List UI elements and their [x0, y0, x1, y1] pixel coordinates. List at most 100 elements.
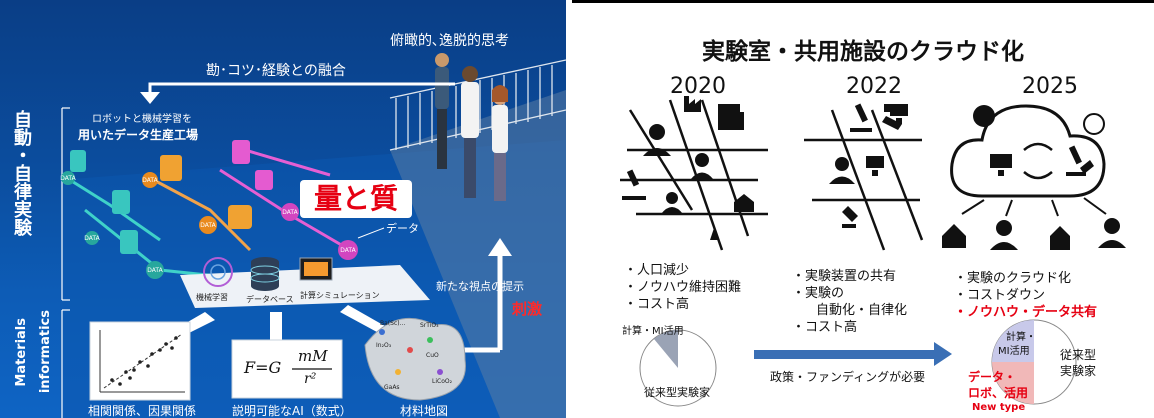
people-figures — [435, 53, 508, 201]
right-illustration — [620, 96, 1126, 407]
bullets-2022: ・実験装置の共有 ・実験の 自動化・自律化 ・コスト高 — [792, 268, 907, 336]
map-label-1: Ba(Sc)… — [380, 320, 406, 327]
bullets-2020: ・人口減少 ・ノウハウ維持困難 ・コスト高 — [624, 262, 741, 313]
bullet-2025-3: ・ノウハウ・データ共有 — [954, 305, 1098, 320]
vertical-label-auto-experiment: 自動・自律実験 — [11, 110, 32, 236]
pie2-label-traditional-2: 実験家 — [1060, 364, 1097, 378]
computer-icon — [990, 154, 1012, 176]
lightbulb-head-icon — [1083, 113, 1105, 135]
db-label: データベース — [246, 295, 294, 304]
top-rule — [572, 0, 1154, 3]
year-2022: 2022 — [846, 74, 902, 99]
person-icon — [690, 172, 714, 180]
vertical-label-materials: Materials — [14, 318, 29, 387]
flask-icon — [710, 228, 718, 240]
pie1-label-computation: 計算・MI活用 — [622, 326, 684, 337]
map-label-2: SrTiO₃ — [420, 322, 439, 329]
pie2-label-computation-1: 計算・ — [1006, 332, 1036, 343]
data-tag-5: DATA — [147, 267, 163, 274]
data-tag-4: DATA — [200, 222, 216, 229]
microscope-icon — [622, 169, 646, 200]
pie2-label-traditional-1: 従来型 — [1060, 348, 1097, 362]
house-icon — [734, 194, 754, 212]
right-title: 実験室・共用施設のクラウド化 — [702, 39, 1024, 65]
computer-icon — [866, 156, 884, 176]
year-2025: 2025 — [1022, 74, 1078, 99]
brain-head-icon — [973, 105, 995, 127]
policy-arrow — [754, 350, 934, 359]
pie2-slice-computation — [992, 320, 1034, 362]
bullet-2025-2: ・コストダウン — [954, 288, 1046, 303]
caption-map: 材料地図 — [400, 404, 449, 418]
bullet-2020-3: ・コスト高 — [624, 297, 690, 312]
data-tag-2: DATA — [84, 235, 100, 242]
house-icon — [942, 224, 966, 248]
data-tag-6: DATA — [282, 209, 298, 216]
building-icon — [718, 104, 744, 130]
year-2020: 2020 — [670, 74, 726, 99]
stimulus-label: 刺激 — [512, 300, 543, 318]
person-icon — [666, 192, 678, 204]
fusion-label: 勘･コツ･経験との融合 — [206, 63, 346, 79]
quantity-quality-box: 量と質 — [300, 180, 412, 218]
left-illustration: DATA DATA DATA DATA DATA DATA DATA — [60, 53, 566, 418]
person-icon — [990, 242, 1018, 250]
bullet-2022-1: ・実験装置の共有 — [792, 269, 897, 284]
map-label-5: GaAs — [384, 384, 400, 391]
bullet-2022-3: 自動化・自律化 — [816, 303, 908, 318]
bullet-2020-1: ・人口減少 — [624, 263, 690, 278]
robot-arm-icon — [842, 206, 858, 228]
formula-numerator: mM — [298, 347, 328, 365]
formula-denominator: r² — [304, 371, 317, 387]
person-icon — [661, 207, 683, 214]
robot-arm-icon — [1080, 160, 1094, 174]
formula-left: F=G — [244, 358, 282, 377]
pie2-slice-new-type — [992, 362, 1034, 404]
panel-divider — [566, 0, 572, 418]
microscope-icon — [1066, 145, 1086, 176]
factory-icon — [684, 96, 701, 112]
computer-icon — [890, 104, 908, 124]
bullets-2025: ・実験のクラウド化 ・コストダウン ・ノウハウ・データ共有 — [954, 270, 1097, 321]
school-icon — [1050, 226, 1070, 250]
policy-label: 政策・ファンディングが必要 — [770, 370, 926, 384]
factory-caption-line2: 用いたデータ生産工場 — [78, 128, 199, 142]
person-icon — [829, 176, 855, 184]
person-icon — [649, 124, 665, 140]
pie2-label-new-1: データ・ — [968, 370, 1017, 384]
person-icon — [643, 148, 671, 156]
bullet-2022-4: ・コスト高 — [792, 320, 858, 335]
data-tag-3: DATA — [142, 177, 158, 184]
pie1-label-traditional: 従来型実験家 — [644, 386, 710, 399]
bullet-2020-2: ・ノウハウ維持困難 — [624, 280, 742, 295]
cycle-arrows-icon — [1023, 142, 1053, 180]
person-icon — [695, 153, 709, 167]
person-icon — [996, 220, 1012, 236]
pie1-slice-computation — [654, 330, 678, 368]
data-tag-7: DATA — [340, 247, 356, 254]
bullet-2025-1: ・実験のクラウド化 — [954, 271, 1072, 286]
left-panel: DATA DATA DATA DATA DATA DATA DATA — [0, 0, 566, 418]
new-viewpoint-label: 新たな視点の提示 — [436, 280, 524, 293]
caption-ai: 説明可能なAI（数式） — [232, 404, 352, 418]
pie2-label-computation-2: MI活用 — [998, 346, 1030, 357]
data-tag-1: DATA — [60, 175, 76, 182]
data-label: データ — [386, 222, 419, 235]
caption-correlation: 相関関係、因果関係 — [88, 404, 197, 418]
cloud-icon — [950, 104, 1106, 198]
map-label-3: In₂O₃ — [376, 342, 392, 349]
pie2-new-type: New type — [972, 402, 1026, 413]
person-icon — [1098, 240, 1126, 248]
vertical-label-informatics: informatics — [38, 310, 53, 394]
overview-thinking-label: 俯瞰的､逸脱的思考 — [390, 33, 509, 49]
map-label-4: CuO — [426, 352, 439, 359]
right-panel: 実験室・共用施設のクラウド化 2020 2022 2025 — [572, 0, 1154, 418]
bullet-2022-2: ・実験の — [792, 286, 845, 301]
sim-label: 計算シミュレーション — [300, 291, 380, 300]
person-icon — [1104, 218, 1120, 234]
quantity-quality-label: 量と質 — [313, 182, 398, 215]
person-icon — [835, 157, 849, 171]
microscope-icon — [850, 103, 872, 132]
factory-caption-line1: ロボットと機械学習を — [92, 114, 192, 125]
map-label-6: LiCoO₂ — [432, 378, 452, 385]
